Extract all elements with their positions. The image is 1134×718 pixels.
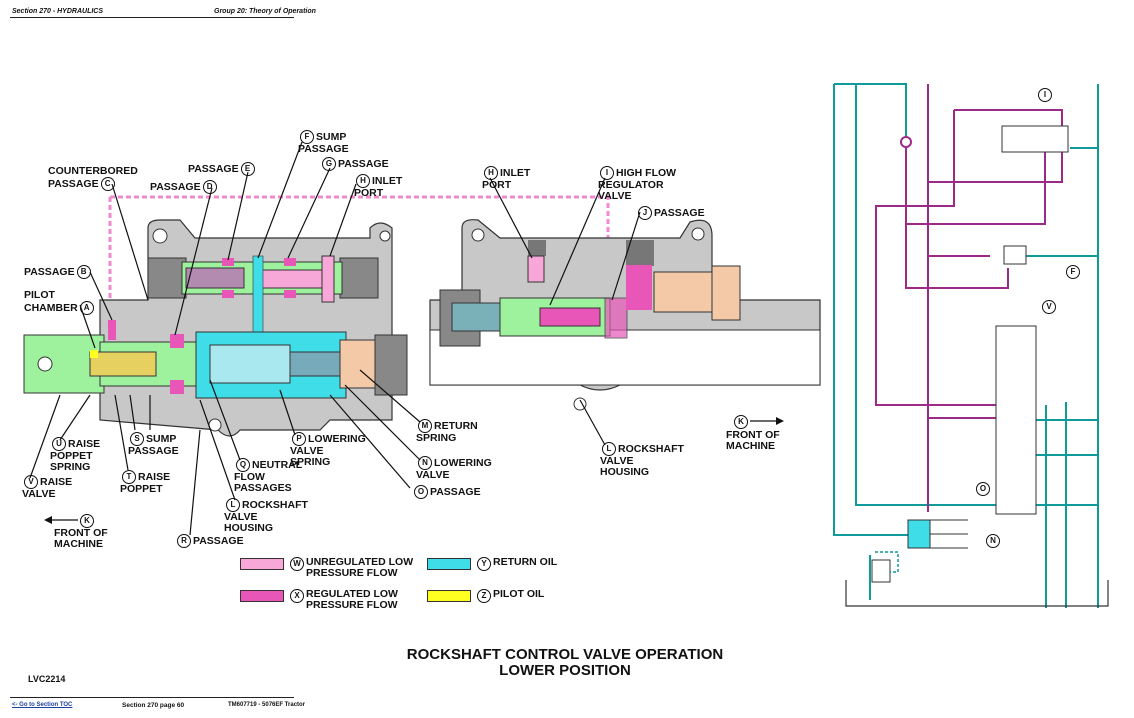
footer-page: Section 270 page 60: [122, 702, 185, 709]
hf-regulated: [539, 307, 601, 327]
pilot-oil: [90, 350, 98, 358]
title-line-2: LOWER POSITION: [499, 662, 631, 679]
lowering-valve-spring: [209, 344, 291, 384]
figure-id: LVC2214: [28, 674, 66, 684]
schematic-label-f: F: [1064, 265, 1082, 279]
pilot-dash: [875, 551, 899, 573]
passage-b: [108, 320, 116, 340]
rockshaft-cylinder: [907, 519, 931, 549]
legend-swatch: [427, 558, 471, 570]
hex-nut: [711, 265, 741, 321]
mounting-hole: [152, 228, 168, 244]
upper-plug-left: [147, 257, 187, 299]
inlet-port-h: [527, 255, 545, 283]
footer-manual: TM607719 - 5076EF Tractor: [228, 702, 306, 708]
legend-swatch: [427, 590, 471, 602]
passage-r: [170, 380, 184, 394]
schematic-label-i: I: [1036, 88, 1054, 102]
arrow-left: [44, 516, 52, 524]
legend-swatch: [240, 558, 284, 570]
right-plug: [626, 240, 654, 266]
passage-j: [604, 297, 628, 339]
passage-d: [170, 334, 184, 348]
inlet-plug: [528, 240, 546, 256]
leader-lines: [29, 141, 780, 536]
figure-title: ROCKSHAFT CONTROL VALVE OPERATION LOWER …: [330, 647, 800, 679]
callout-k-left-marker: K: [78, 514, 96, 528]
raise-poppet-spring: [89, 351, 157, 377]
mounting-hole: [691, 227, 705, 241]
footer-divider: [10, 697, 294, 698]
callout-k-left: FRONT OF MACHINE: [54, 527, 108, 550]
port-g-b: [284, 290, 296, 298]
callout-k-right-marker: K: [732, 415, 750, 429]
end-cap: [374, 334, 408, 396]
control-valve-stack: [995, 325, 1037, 515]
relief-valve-symbol: [1003, 245, 1027, 265]
port-e: [222, 258, 234, 266]
mounting-hole: [379, 230, 391, 242]
upper-regulated: [257, 269, 327, 289]
left-valve-housing: [99, 219, 393, 437]
bronze-fitting: [653, 271, 715, 313]
right-pink-block: [626, 265, 652, 310]
port-e-b: [222, 290, 234, 298]
right-valve-lower-body: [429, 329, 821, 386]
callout-k-right: FRONT OF MACHINE: [726, 429, 780, 452]
title-line-1: ROCKSHAFT CONTROL VALVE OPERATION: [406, 646, 724, 663]
port-g: [284, 258, 296, 266]
upper-spring: [185, 267, 245, 289]
schematic-label-n: N: [984, 534, 1002, 548]
footer-toc-link[interactable]: <- Go to Section TOC: [12, 702, 72, 708]
regulator-valve-symbol: [1001, 125, 1069, 153]
go-to-toc-link[interactable]: <- Go to Section TOC: [12, 702, 73, 708]
hydraulic-schematic: [833, 83, 1109, 608]
header-divider: [10, 17, 294, 18]
port-h: [321, 255, 335, 303]
raise-valve-eye: [37, 356, 53, 372]
hf-spring: [451, 302, 503, 332]
arrow-right: [776, 417, 784, 425]
cylinder-body: [930, 519, 968, 549]
group-header: Group 20: Theory of Operation: [214, 8, 316, 15]
schematic-label-v: V: [1040, 300, 1058, 314]
mounting-hole: [471, 228, 485, 242]
check-valve: [900, 136, 912, 148]
pressure-relief: [871, 559, 891, 583]
mounting-hole: [573, 397, 587, 411]
section-header: Section 270 - HYDRAULICS: [12, 8, 104, 15]
schematic-label-o: O: [974, 482, 992, 496]
upper-plug-right: [339, 257, 379, 299]
sump-f: [252, 255, 264, 342]
legend-swatch: [240, 590, 284, 602]
